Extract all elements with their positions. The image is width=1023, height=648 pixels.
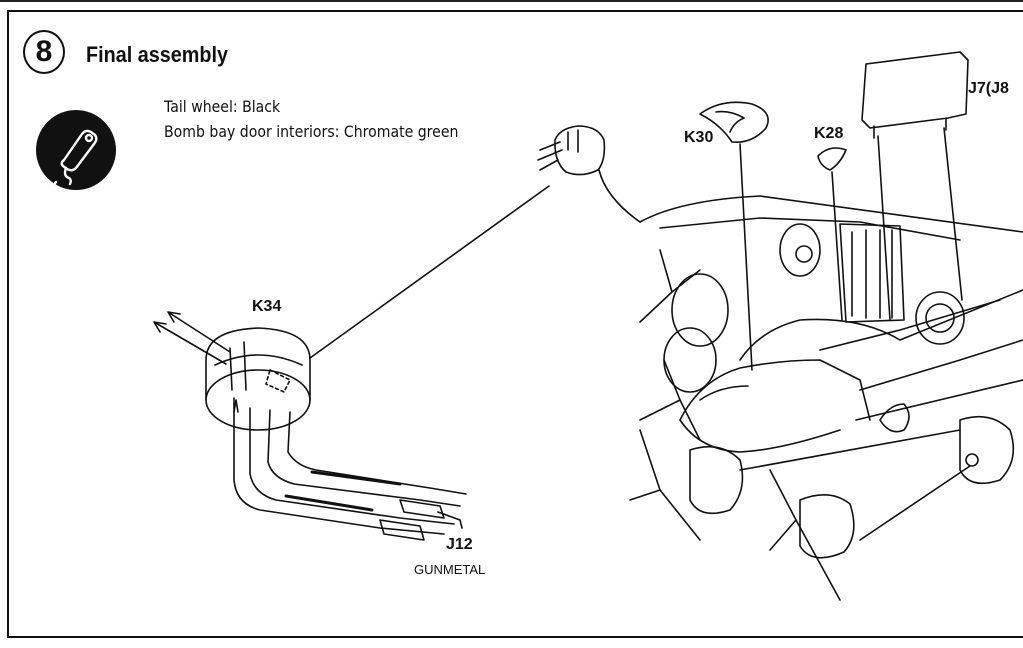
k34-ring-part	[205, 327, 311, 431]
step-number: 8	[23, 30, 65, 74]
paint-brush-icon	[36, 110, 116, 190]
k30-canopy-part	[699, 101, 769, 371]
paint-note-bomb-bay: Bomb bay door interiors: Chromate green	[164, 122, 459, 141]
k28-part	[817, 147, 847, 321]
page-frame	[7, 10, 1023, 638]
part-label-j7: J7(J8	[968, 80, 1009, 97]
paint-note-tail-wheel: Tail wheel: Black	[164, 97, 281, 116]
part-color-j12: GUNMETAL	[414, 562, 486, 577]
step-title: Final assembly	[86, 42, 228, 67]
part-label-k30: K30	[684, 129, 714, 146]
gun-turret-part	[537, 125, 606, 176]
j7-panel-part	[861, 51, 969, 321]
part-label-k28: K28	[814, 125, 844, 142]
j12-guns-part	[233, 397, 467, 541]
part-label-k34: K34	[252, 298, 282, 315]
aircraft-body	[629, 195, 1023, 601]
top-rule	[0, 0, 1023, 2]
part-label-j12: J12	[446, 536, 473, 553]
